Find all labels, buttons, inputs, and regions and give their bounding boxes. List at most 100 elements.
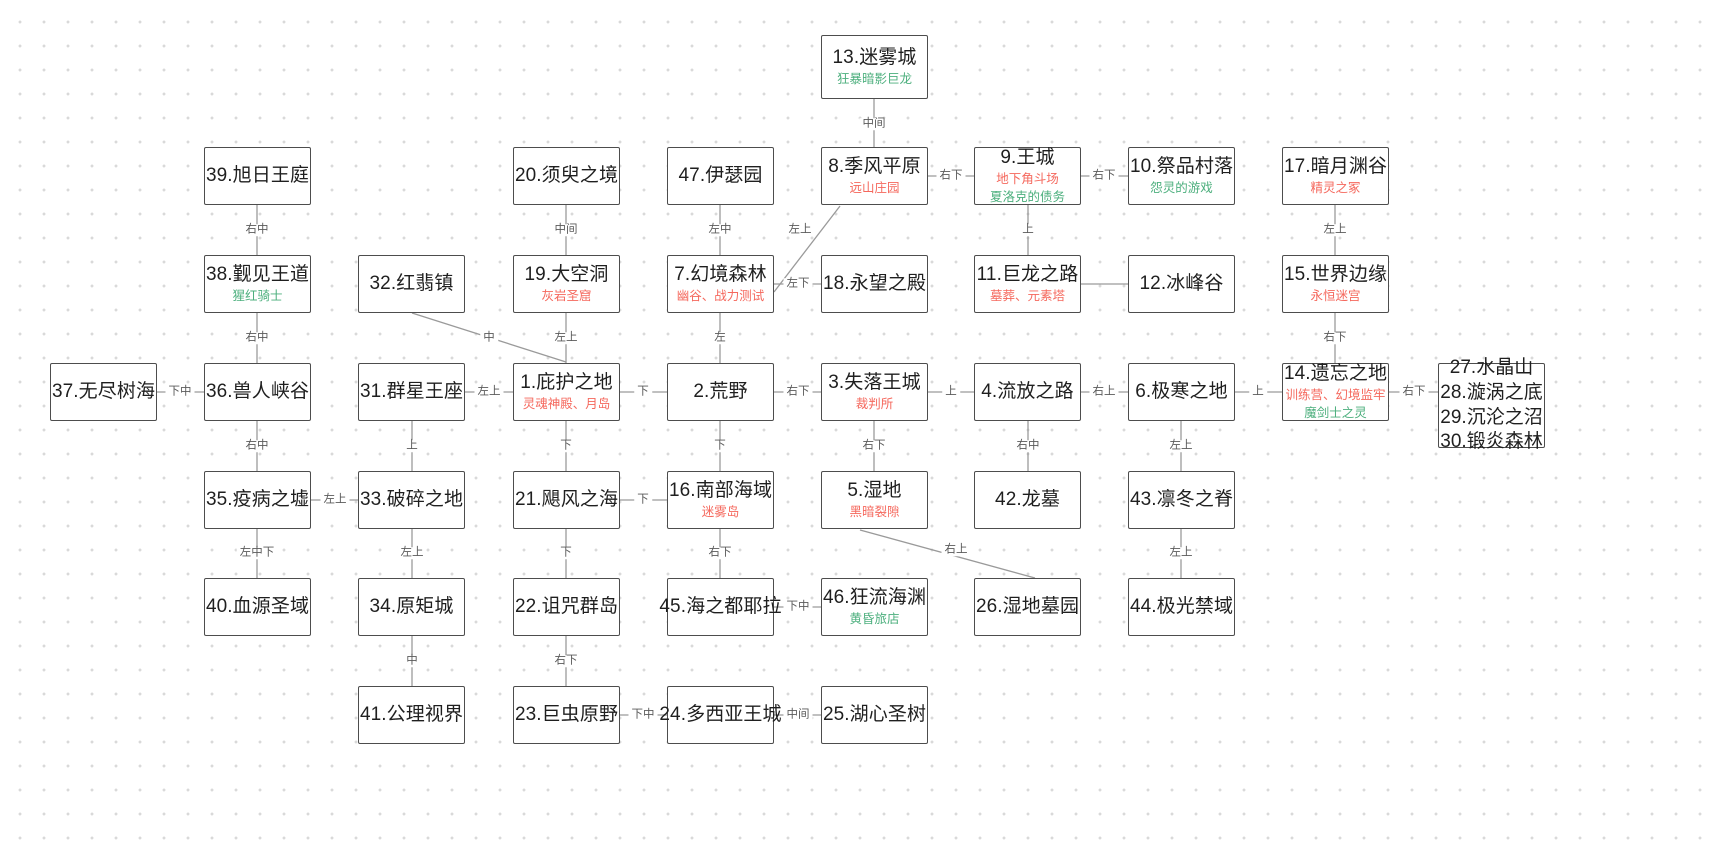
node-n12[interactable]: 12.冰峰谷 — [1128, 255, 1235, 313]
node-title: 43.凛冬之脊 — [1129, 488, 1234, 510]
node-title: 14.遗忘之地 — [1283, 363, 1388, 385]
node-title: 47.伊瑟园 — [678, 164, 763, 186]
edge-label: 右下 — [1399, 386, 1429, 398]
node-title: 34.原矩城 — [369, 595, 454, 617]
edge-label: 左上 — [474, 386, 504, 398]
node-n10[interactable]: 10.祭品村落怨灵的游戏 — [1128, 147, 1235, 205]
node-sublabel: 灰岩圣窟 — [541, 289, 592, 304]
node-n6[interactable]: 6.极寒之地 — [1128, 363, 1235, 421]
edge-label: 右中 — [1013, 440, 1043, 452]
node-n7[interactable]: 7.幻境森林幽谷、战力测试 — [667, 255, 774, 313]
node-n40[interactable]: 40.血源圣域 — [204, 578, 311, 636]
edge-label: 上 — [1019, 224, 1037, 236]
edge-label: 下 — [557, 547, 575, 559]
node-title: 23.巨虫原野 — [514, 703, 619, 725]
node-n43[interactable]: 43.凛冬之脊 — [1128, 471, 1235, 529]
node-sublabel: 迷雾岛 — [701, 505, 740, 520]
node-title: 31.群星王座 — [359, 380, 464, 402]
edge-label: 左中 — [705, 224, 735, 236]
node-n42[interactable]: 42.龙墓 — [974, 471, 1081, 529]
node-n17[interactable]: 17.暗月渊谷精灵之冢 — [1282, 147, 1389, 205]
edge-label: 下 — [711, 440, 729, 452]
node-title: 44.极光禁域 — [1129, 595, 1234, 617]
node-title: 13.迷雾城 — [832, 46, 917, 68]
node-n21[interactable]: 21.飓风之海 — [513, 471, 620, 529]
edge-label: 左上 — [397, 547, 427, 559]
node-n18[interactable]: 18.永望之殿 — [821, 255, 928, 313]
node-n19[interactable]: 19.大空洞灰岩圣窟 — [513, 255, 620, 313]
node-sublabel: 黑暗裂隙 — [849, 505, 900, 520]
node-title: 20.须臾之境 — [514, 164, 619, 186]
node-n24[interactable]: 24.多西亚王城 — [659, 686, 782, 744]
node-title: 40.血源圣域 — [205, 595, 310, 617]
node-n46[interactable]: 46.狂流海渊黄昏旅店 — [821, 578, 928, 636]
node-n32[interactable]: 32.红翡镇 — [358, 255, 465, 313]
edge-label: 下 — [557, 440, 575, 452]
node-n22[interactable]: 22.诅咒群岛 — [513, 578, 620, 636]
node-title: 37.无尽树海 — [51, 380, 156, 402]
edge-label: 右上 — [1089, 386, 1119, 398]
node-sublabel: 黄昏旅店 — [849, 612, 900, 627]
node-n31[interactable]: 31.群星王座 — [358, 363, 465, 421]
node-title: 33.破碎之地 — [359, 488, 464, 510]
node-n39[interactable]: 39.旭日王庭 — [204, 147, 311, 205]
node-line: 28.漩涡之底 — [1440, 381, 1543, 403]
node-n11[interactable]: 11.巨龙之路墓葬、元素塔 — [974, 255, 1081, 313]
node-n26[interactable]: 26.湿地墓园 — [974, 578, 1081, 636]
node-n33[interactable]: 33.破碎之地 — [358, 471, 465, 529]
edge-label: 左上 — [785, 224, 815, 236]
edge-label: 左上 — [1166, 547, 1196, 559]
node-n13[interactable]: 13.迷雾城狂暴暗影巨龙 — [821, 35, 928, 99]
node-n16[interactable]: 16.南部海域迷雾岛 — [667, 471, 774, 529]
node-n5[interactable]: 5.湿地黑暗裂隙 — [821, 471, 928, 529]
edge-label: 下中 — [165, 386, 195, 398]
edge-label: 左下 — [783, 278, 813, 290]
node-title: 41.公理视界 — [359, 703, 464, 725]
node-n1[interactable]: 1.庇护之地灵魂神殿、月岛 — [513, 363, 620, 421]
edge-label: 下中 — [783, 601, 813, 613]
edge-label: 右中 — [242, 224, 272, 236]
node-title: 26.湿地墓园 — [975, 595, 1080, 617]
edge-label: 下 — [634, 386, 652, 398]
node-n35[interactable]: 35.疫病之墟 — [204, 471, 311, 529]
node-n9[interactable]: 9.王城地下角斗场夏洛克的债务 — [974, 147, 1081, 205]
edge-label: 右下 — [705, 547, 735, 559]
node-n44[interactable]: 44.极光禁域 — [1128, 578, 1235, 636]
edge-label: 左上 — [320, 494, 350, 506]
node-title: 10.祭品村落 — [1129, 155, 1234, 177]
node-n41[interactable]: 41.公理视界 — [358, 686, 465, 744]
node-n34[interactable]: 34.原矩城 — [358, 578, 465, 636]
node-n36[interactable]: 36.兽人峡谷 — [204, 363, 311, 421]
node-n8[interactable]: 8.季风平原远山庄园 — [821, 147, 928, 205]
edge-label: 中 — [403, 655, 421, 667]
node-n15[interactable]: 15.世界边缘永恒迷宫 — [1282, 255, 1389, 313]
node-n38[interactable]: 38.觐见王道猩红骑士 — [204, 255, 311, 313]
node-n23[interactable]: 23.巨虫原野 — [513, 686, 620, 744]
node-n37[interactable]: 37.无尽树海 — [50, 363, 157, 421]
node-title: 15.世界边缘 — [1283, 263, 1388, 285]
node-title: 35.疫病之墟 — [205, 488, 310, 510]
node-title: 32.红翡镇 — [369, 272, 454, 294]
edge-label: 左中下 — [236, 547, 278, 559]
node-title: 12.冰峰谷 — [1139, 272, 1224, 294]
node-n20[interactable]: 20.须臾之境 — [513, 147, 620, 205]
node-sublabel: 猩红骑士 — [232, 289, 283, 304]
node-line: 30.锻炎森林 — [1440, 431, 1543, 453]
node-n47[interactable]: 47.伊瑟园 — [667, 147, 774, 205]
node-n2[interactable]: 2.荒野 — [667, 363, 774, 421]
node-sublabel: 裁判所 — [855, 397, 894, 412]
node-n14[interactable]: 14.遗忘之地训练营、幻境监牢魔剑士之灵 — [1282, 363, 1389, 421]
node-n3[interactable]: 3.失落王城裁判所 — [821, 363, 928, 421]
node-title: 2.荒野 — [693, 380, 748, 402]
node-title: 4.流放之路 — [981, 380, 1074, 402]
node-n45[interactable]: 45.海之都耶拉 — [659, 578, 782, 636]
node-n4[interactable]: 4.流放之路 — [974, 363, 1081, 421]
node-n25[interactable]: 25.湖心圣树 — [821, 686, 928, 744]
node-title: 25.湖心圣树 — [822, 703, 927, 725]
node-sublabel: 训练营、幻境监牢 — [1285, 388, 1386, 403]
node-title: 45.海之都耶拉 — [659, 595, 782, 617]
node-sublabel: 地下角斗场 — [996, 172, 1059, 187]
edge-label: 中间 — [859, 118, 889, 130]
